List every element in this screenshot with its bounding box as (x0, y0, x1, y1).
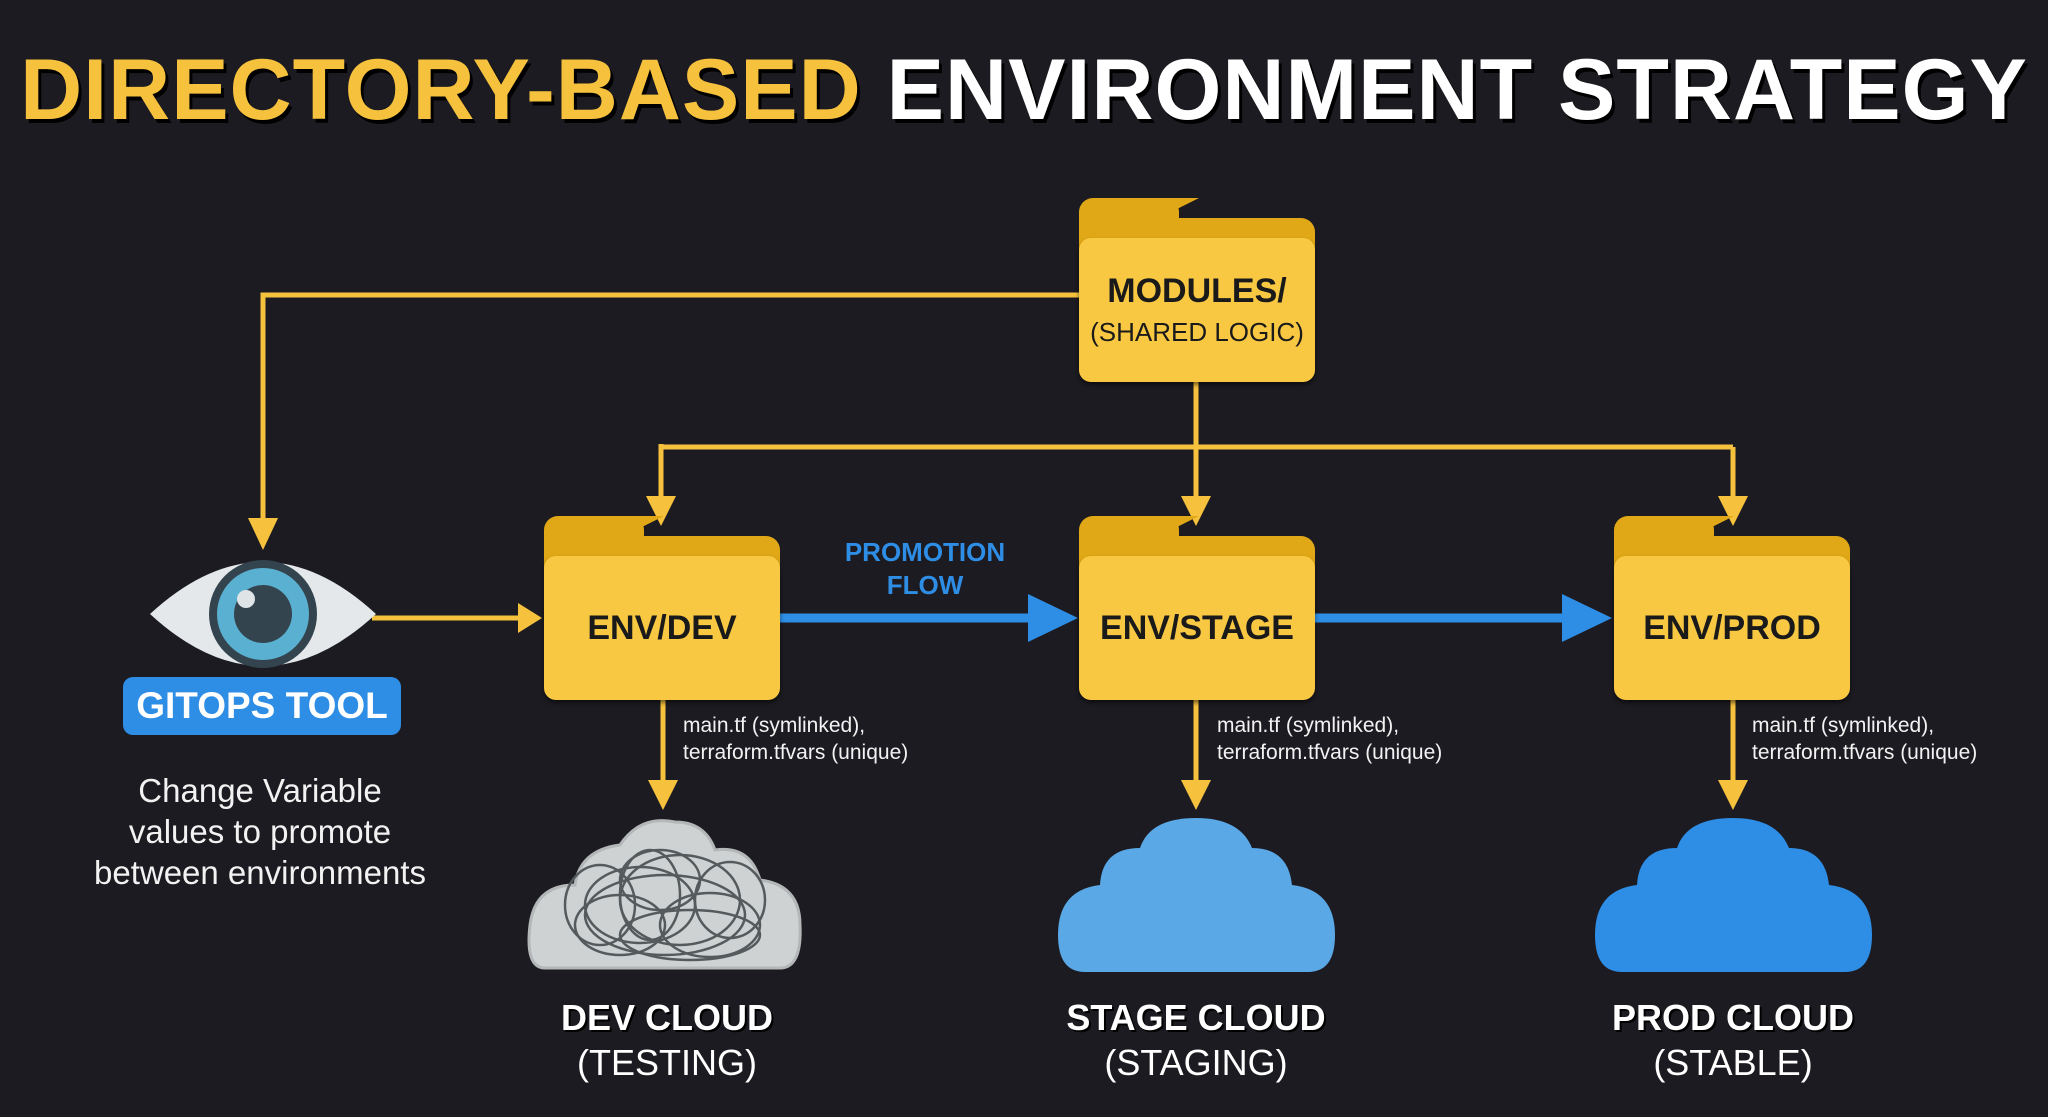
modules-folder[interactable]: MODULES/ (SHARED LOGIC) (1079, 198, 1315, 382)
env-prod-label: ENV/PROD (1643, 608, 1821, 647)
title-highlight: DIRECTORY-BASED (20, 42, 862, 138)
gitops-note: Change Variable values to promote betwee… (93, 772, 427, 891)
promotion-arrows (780, 594, 1612, 642)
arrowhead-icon (1562, 594, 1612, 642)
gitops-tool-badge: GITOPS TOOL (123, 677, 401, 735)
env-dev-folder[interactable]: ENV/DEV (544, 516, 780, 700)
arrowhead-icon (1718, 496, 1748, 526)
dev-cloud-label: DEV CLOUD (TESTING) (560, 997, 773, 1083)
modules-to-gitops-line (260, 292, 1080, 520)
eye-icon (150, 560, 376, 668)
env-stage-folder[interactable]: ENV/STAGE (1079, 516, 1315, 700)
stage-cloud-label: STAGE CLOUD (STAGING) (1066, 997, 1326, 1083)
dev-cloud-icon (527, 819, 802, 970)
title-rest: ENVIRONMENT STRATEGY (886, 42, 2028, 138)
arrowhead-icon (1181, 780, 1211, 810)
env-prod-folder[interactable]: ENV/PROD (1614, 516, 1850, 700)
arrowhead-icon (1181, 496, 1211, 526)
env-stage-label: ENV/STAGE (1100, 608, 1294, 647)
arrowhead-icon (248, 518, 278, 550)
prod-cloud-label: PROD CLOUD (STABLE) (1612, 997, 1854, 1083)
page-title: DIRECTORY-BASED ENVIRONMENT STRATEGY (0, 40, 2048, 140)
modules-sublabel: (SHARED LOGIC) (1090, 317, 1304, 347)
stage-files-note: main.tf (symlinked), terraform.tfvars (u… (1217, 714, 1443, 764)
prod-cloud-icon (1595, 818, 1872, 972)
arrowhead-icon (1028, 594, 1078, 642)
prod-files-note: main.tf (symlinked), terraform.tfvars (u… (1752, 714, 1978, 764)
tangle-lines (563, 848, 767, 962)
arrowhead-icon (648, 780, 678, 810)
arrowhead-icon (646, 496, 676, 526)
arrowhead-icon (1718, 780, 1748, 810)
dev-files-note: main.tf (symlinked), terraform.tfvars (u… (683, 714, 909, 764)
stage-cloud-icon (1058, 818, 1335, 972)
promotion-flow-label: PROMOTION FLOW (844, 537, 1006, 600)
arrowhead-icon (518, 603, 542, 633)
env-dev-label: ENV/DEV (587, 608, 737, 647)
modules-label: MODULES/ (1107, 272, 1287, 310)
yellow-connectors (260, 292, 1736, 785)
yellow-arrowheads (248, 496, 1748, 810)
